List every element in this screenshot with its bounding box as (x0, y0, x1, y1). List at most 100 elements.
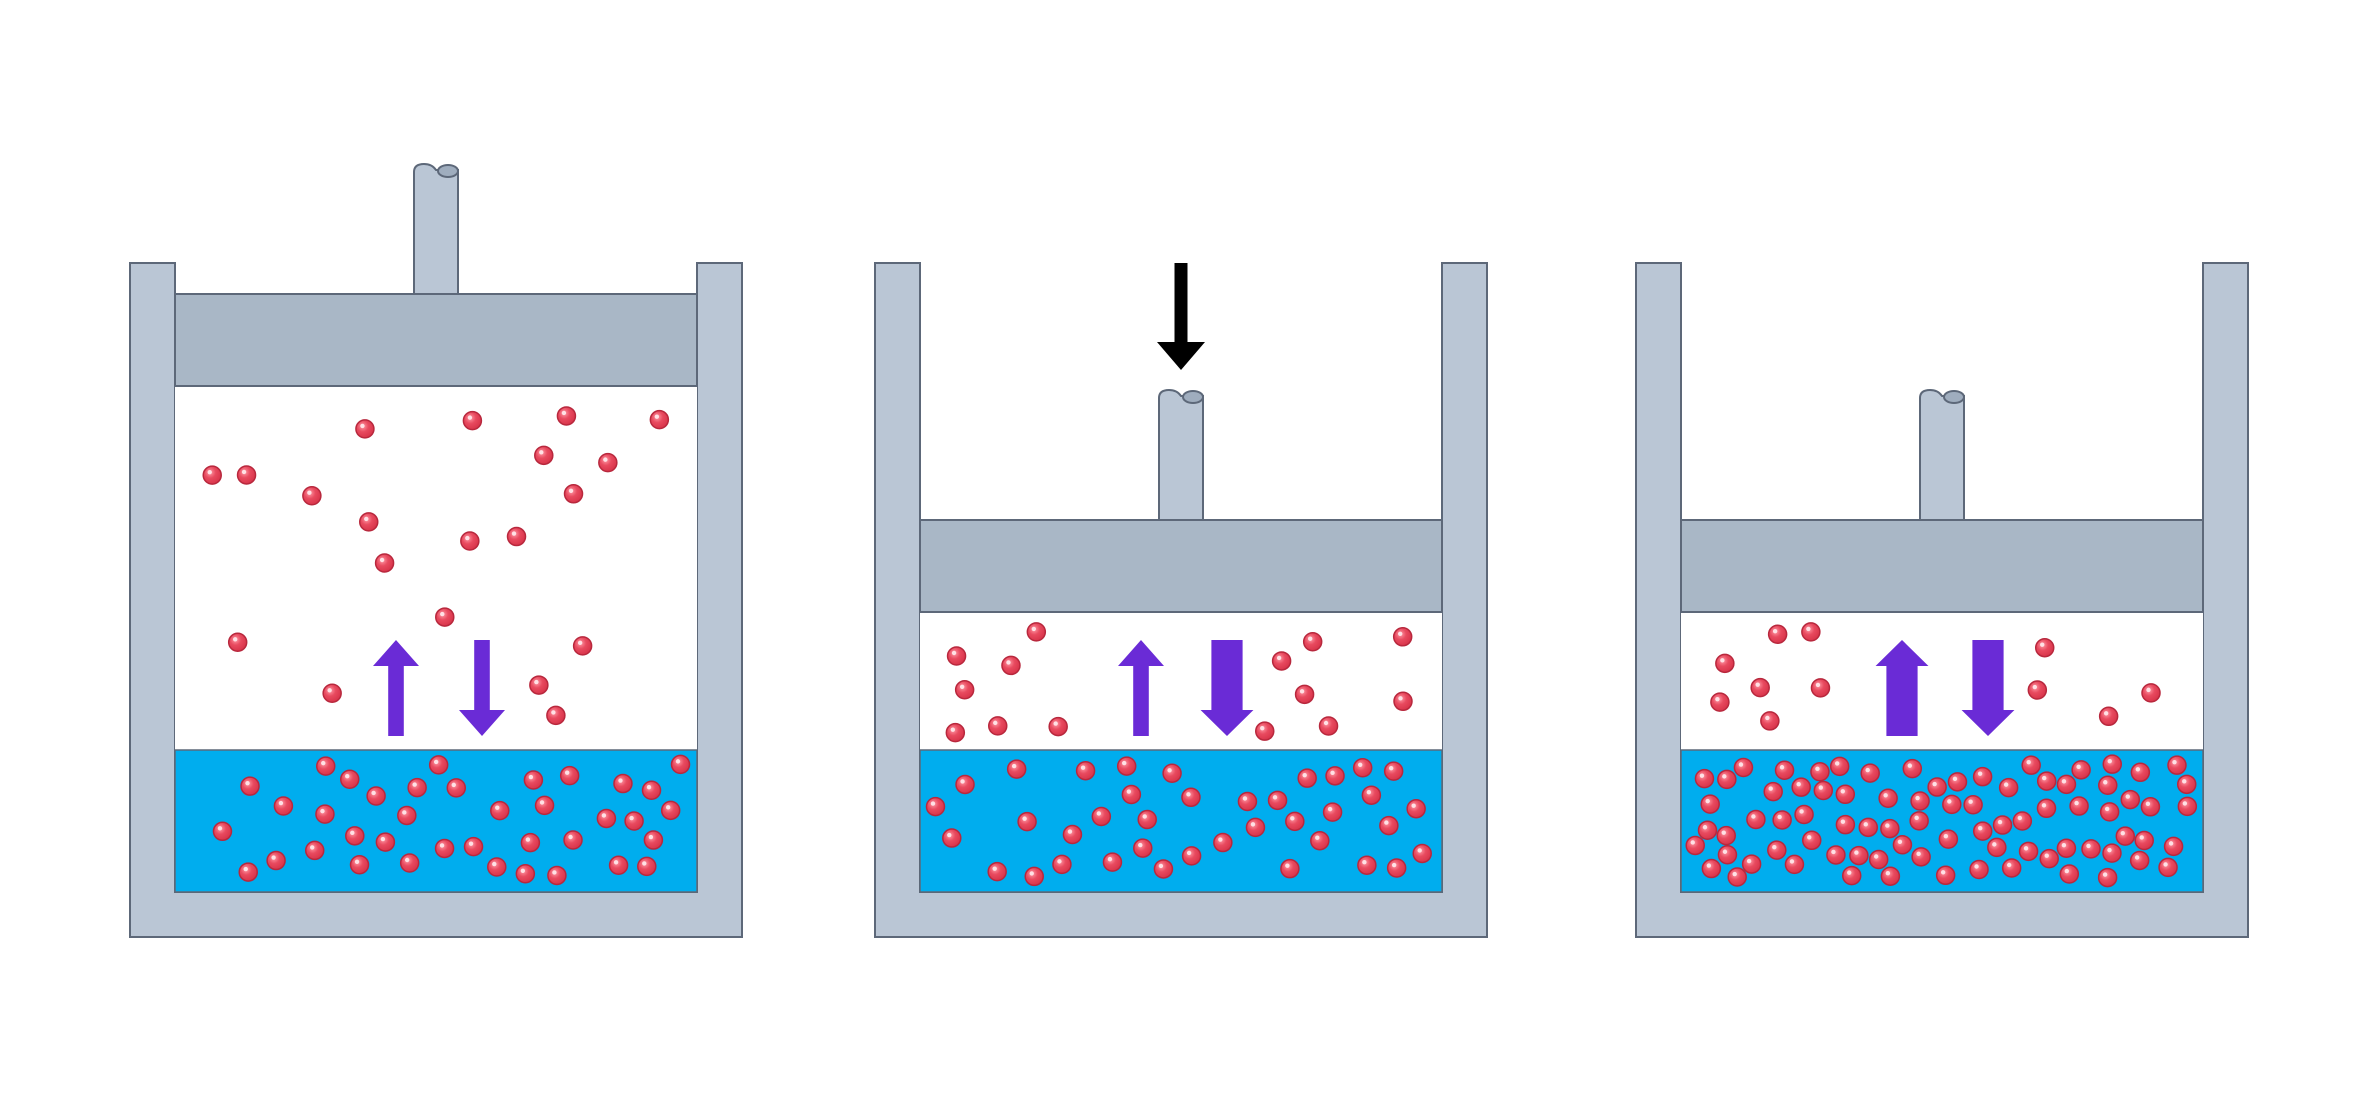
evaporation-arrow (1118, 640, 1164, 736)
molecule (1091, 806, 1112, 827)
molecule-highlight (568, 488, 574, 494)
condensation-arrow (459, 640, 505, 736)
molecule (2056, 838, 2077, 858)
molecule-highlight (1096, 811, 1102, 816)
molecule (641, 780, 662, 800)
molecule (515, 864, 536, 884)
molecule (2098, 706, 2119, 727)
molecule-highlight (2182, 779, 2187, 784)
molecule-highlight (2006, 862, 2012, 868)
molecule (1767, 840, 1787, 860)
molecule (240, 776, 260, 796)
molecule (1361, 785, 1382, 805)
molecule-highlight (1218, 837, 1223, 842)
molecule (358, 512, 379, 532)
molecule-highlight (2134, 855, 2140, 860)
molecule-highlight (1974, 864, 1979, 869)
molecule-highlight (642, 861, 647, 866)
molecule-highlight (1865, 767, 1870, 773)
molecule-highlight (380, 836, 386, 842)
molecule-highlight (1391, 862, 1397, 868)
molecule (1715, 653, 1735, 674)
molecule-highlight (1818, 785, 1823, 790)
molecule-highlight (1772, 844, 1777, 850)
piston-head (919, 519, 1443, 613)
molecule (462, 410, 483, 431)
molecule (1911, 847, 1931, 867)
molecule (613, 773, 633, 794)
molecule (1860, 763, 1880, 783)
molecule-highlight (1806, 626, 1811, 632)
molecule (506, 526, 527, 547)
molecule (1716, 825, 1736, 846)
molecule-highlight (1746, 858, 1752, 864)
molecule-highlight (951, 650, 957, 656)
molecule (304, 840, 325, 861)
piston-rod-end (1182, 390, 1204, 404)
molecule (1826, 845, 1846, 865)
molecule (490, 800, 510, 821)
molecule (1383, 761, 1404, 781)
molecule (1733, 757, 1754, 778)
molecule-highlight (1840, 789, 1845, 794)
molecule-highlight (528, 774, 534, 780)
molecule-highlight (564, 770, 570, 775)
molecule-highlight (1720, 658, 1725, 663)
molecule (660, 800, 681, 821)
molecule-highlight (675, 759, 681, 764)
evaporation-arrow (1875, 640, 1929, 736)
molecule (1987, 837, 2007, 858)
molecule (523, 770, 544, 790)
molecule (2081, 839, 2101, 859)
molecule-highlight (1122, 760, 1127, 766)
molecule-highlight (2074, 800, 2079, 806)
condensation-arrow (1961, 640, 2015, 736)
molecule (238, 862, 258, 882)
molecule-highlight (1186, 792, 1191, 797)
piston-head (174, 293, 698, 387)
molecule (366, 786, 386, 806)
molecule (1001, 655, 1021, 676)
molecule (1297, 768, 1317, 788)
molecule-highlight (1897, 839, 1903, 844)
molecule (1801, 830, 1822, 851)
molecule (1302, 631, 1323, 652)
molecule-highlight (1397, 631, 1403, 637)
molecule-highlight (1738, 762, 1744, 767)
molecule (236, 465, 257, 485)
molecule-highlight (1732, 871, 1737, 877)
molecule (955, 774, 975, 795)
molecule (598, 452, 618, 473)
molecule (1880, 866, 1901, 886)
molecule (1878, 788, 1898, 809)
molecule (2134, 830, 2154, 851)
molecule (302, 485, 322, 506)
molecule (2115, 826, 2136, 846)
molecule (1116, 756, 1137, 776)
molecule (1717, 845, 1738, 865)
molecule-highlight (1366, 789, 1372, 795)
molecule-highlight (1299, 689, 1305, 694)
molecule (2163, 836, 2184, 857)
molecule (2056, 774, 2077, 795)
molecule-highlight (2125, 794, 2130, 799)
molecule (1784, 854, 1805, 875)
molecule-highlight (1357, 762, 1363, 767)
molecule-highlight (492, 861, 497, 867)
panel-initial-equilibrium (129, 162, 743, 938)
molecule-highlight (1167, 768, 1172, 773)
molecule (446, 778, 467, 798)
molecule (2167, 755, 2187, 775)
molecule-highlight (1815, 682, 1821, 688)
molecule (1810, 678, 1831, 698)
molecule (1801, 622, 1821, 642)
molecule-highlight (243, 866, 248, 872)
molecule-highlight (2172, 759, 2177, 765)
molecule-highlight (1789, 859, 1795, 864)
molecule-highlight (1807, 835, 1812, 840)
molecule-highlight (568, 834, 573, 840)
molecule (1909, 811, 1929, 831)
molecule (2158, 857, 2178, 878)
molecule-highlight (321, 760, 326, 766)
